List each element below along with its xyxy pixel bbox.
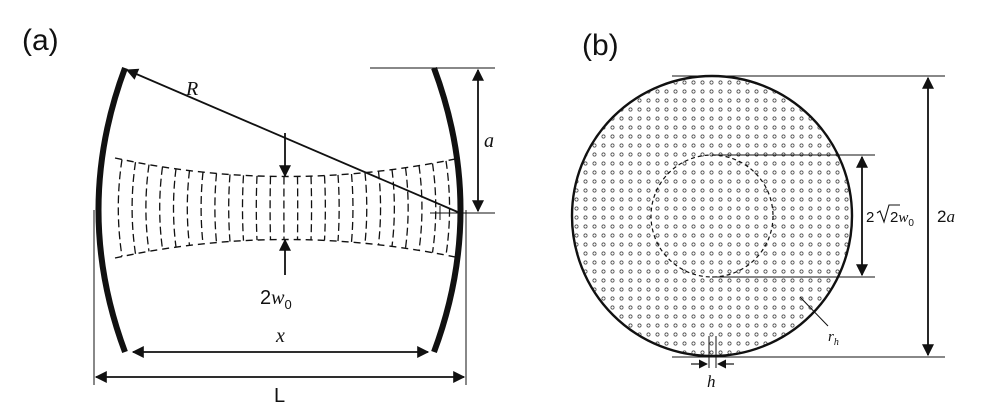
left-mirror bbox=[95, 66, 128, 354]
wavefront-line bbox=[445, 160, 451, 256]
waist-label: 2w0 bbox=[260, 287, 292, 312]
wavefront-line bbox=[172, 168, 177, 248]
beam-spot-circle bbox=[650, 154, 774, 278]
sqrt-symbol bbox=[876, 204, 900, 224]
wavefront-line bbox=[418, 165, 423, 251]
panel-a-label: (a) bbox=[22, 24, 59, 57]
right-mirror bbox=[431, 66, 464, 354]
wavefront-line bbox=[255, 175, 258, 241]
panel-b-label: (b) bbox=[582, 29, 619, 62]
wavefront-line bbox=[377, 171, 382, 245]
hole-radius-label: rh bbox=[828, 329, 839, 348]
aperture-label: a bbox=[484, 130, 494, 152]
wavefront-line bbox=[159, 166, 164, 250]
wavefront-line bbox=[323, 175, 326, 241]
wavefront-line bbox=[214, 173, 218, 243]
radius-label: R bbox=[185, 78, 198, 100]
wavefront-line bbox=[200, 172, 204, 244]
wavefront-line bbox=[310, 176, 313, 240]
beam-size-label-rest: 2w0 bbox=[890, 209, 914, 229]
wavefront-line bbox=[241, 175, 245, 241]
beam-upper-envelope bbox=[114, 157, 461, 178]
wavefront-line bbox=[350, 173, 354, 243]
disc-diameter-label: 2a bbox=[937, 207, 955, 226]
radius-arrow bbox=[125, 68, 461, 214]
wavefront-line bbox=[391, 169, 395, 247]
hole-array bbox=[572, 76, 852, 356]
pitch-label: h bbox=[707, 372, 716, 391]
beam-size-label: 2 bbox=[866, 209, 874, 226]
wavefront-line bbox=[131, 162, 137, 254]
wavefront-line bbox=[117, 159, 123, 257]
wavefront-line bbox=[186, 170, 191, 246]
wavefront-line bbox=[404, 167, 409, 249]
separation-x-label: x bbox=[275, 325, 285, 347]
wavefront-line bbox=[364, 172, 368, 244]
length-L-label: L bbox=[274, 385, 285, 407]
wavefront-line bbox=[145, 164, 150, 252]
beam-wavefronts bbox=[117, 159, 451, 257]
panel-b: (b) 2 2w0 2a rh h bbox=[570, 29, 955, 391]
panel-a: (a) R a 2w0 x L bbox=[22, 24, 495, 407]
hole-radius-leader bbox=[799, 296, 829, 327]
wavefront-line bbox=[228, 174, 231, 242]
wavefront-line bbox=[337, 174, 340, 242]
wavefront-line bbox=[431, 163, 437, 253]
beam-lower-envelope bbox=[114, 238, 461, 259]
